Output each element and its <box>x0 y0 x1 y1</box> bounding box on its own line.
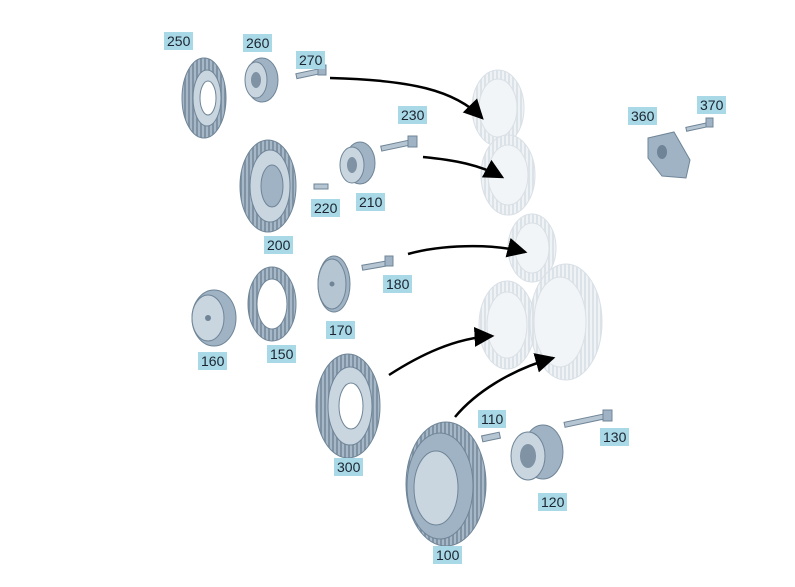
callout-160: 160 <box>198 352 228 370</box>
callout-250: 250 <box>164 32 194 50</box>
callout-270: 270 <box>296 51 326 69</box>
flange-160 <box>191 289 237 347</box>
hub-260 <box>244 57 279 103</box>
callout-170: 170 <box>326 321 356 339</box>
callout-260: 260 <box>243 34 273 52</box>
gear-300 <box>315 353 381 459</box>
callout-120: 120 <box>538 493 568 511</box>
callout-370: 370 <box>697 96 727 114</box>
callout-150: 150 <box>267 345 297 363</box>
callout-210: 210 <box>356 193 386 211</box>
bolt-180 <box>361 255 394 271</box>
assembled-gear-train-ghost <box>471 69 603 381</box>
hub-120 <box>510 424 564 481</box>
arrow-230 <box>422 155 505 179</box>
callout-230: 230 <box>398 106 428 124</box>
arrow-180 <box>407 237 528 258</box>
callout-220: 220 <box>311 199 341 217</box>
pin-220 <box>313 183 329 190</box>
callout-180: 180 <box>383 275 413 293</box>
callout-130: 130 <box>600 428 630 446</box>
gear-250 <box>181 57 227 139</box>
callout-360: 360 <box>628 107 658 125</box>
arrow-100 <box>454 353 556 418</box>
arrow-270 <box>329 76 484 120</box>
bolt-130 <box>563 409 613 428</box>
disc-170 <box>317 255 351 313</box>
assembly-arrows <box>329 76 556 418</box>
callout-300: 300 <box>334 458 364 476</box>
ring-gear-150 <box>247 266 297 342</box>
arrow-300 <box>388 326 495 377</box>
bolt-370 <box>685 117 714 132</box>
bracket-360 <box>647 131 691 179</box>
gear-200 <box>239 139 297 233</box>
callout-110: 110 <box>478 410 507 428</box>
bolt-230 <box>380 135 418 152</box>
hub-210 <box>339 141 376 185</box>
callout-100: 100 <box>433 546 463 564</box>
pin-110 <box>480 431 502 443</box>
callout-200: 200 <box>264 236 294 254</box>
gear-100 <box>405 421 487 547</box>
